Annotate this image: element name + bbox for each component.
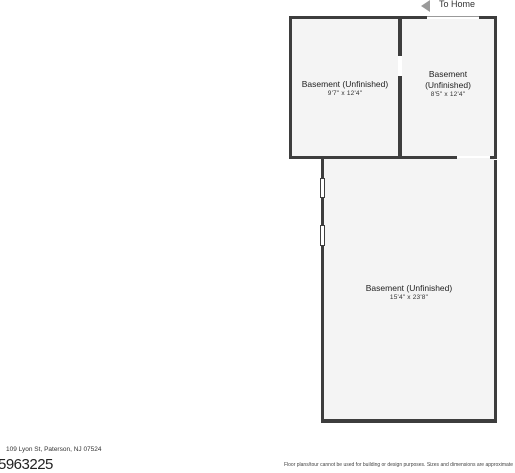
room-label-basement-3: Basement (Unfinished) 15'4" x 23'8" bbox=[324, 283, 494, 301]
wall-left-top bbox=[289, 16, 292, 159]
to-home-arrow-icon bbox=[421, 0, 430, 12]
wall-top-right-segment bbox=[479, 16, 497, 19]
footer-disclaimer: Floor plans/tour cannot be used for buil… bbox=[283, 462, 513, 468]
room-label-basement-1: Basement (Unfinished) 9'7" x 12'4" bbox=[292, 79, 398, 97]
room-dimensions: 15'4" x 23'8" bbox=[389, 294, 429, 301]
wall-divider-top-upper bbox=[398, 16, 402, 56]
room-floor-top-right bbox=[402, 19, 494, 156]
wall-top bbox=[289, 16, 427, 19]
room-dimensions: 9'7" x 12'4" bbox=[327, 90, 363, 97]
room-name-line2: (Unfinished) bbox=[425, 80, 471, 90]
door-opening-top bbox=[427, 16, 479, 19]
wall-right-nib bbox=[490, 156, 497, 159]
window-left-2 bbox=[320, 225, 325, 246]
wall-left-bottom-lower bbox=[321, 246, 324, 423]
wall-right bbox=[494, 16, 497, 156]
room-floor-top-left bbox=[292, 19, 398, 156]
wall-divider-top-lower bbox=[398, 76, 402, 159]
wall-left-bottom-upper bbox=[321, 159, 324, 178]
wall-left-bottom-mid bbox=[321, 198, 324, 225]
room-label-basement-2: Basement (Unfinished) 8'5" x 12'4" bbox=[402, 69, 494, 98]
room-name: Basement (Unfinished) bbox=[301, 79, 389, 89]
window-left-1 bbox=[320, 178, 325, 198]
room-dimensions: 8'5" x 12'4" bbox=[430, 91, 466, 98]
room-name-line1: Basement bbox=[428, 69, 468, 79]
wall-right-lower bbox=[494, 160, 497, 423]
wall-mid-left bbox=[289, 156, 457, 159]
wall-bottom bbox=[321, 419, 497, 423]
to-home-label: To Home bbox=[439, 0, 476, 9]
room-name: Basement (Unfinished) bbox=[365, 283, 453, 293]
room-floor-bottom bbox=[324, 158, 494, 419]
footer-address: 109 Lyon St, Paterson, NJ 07524 bbox=[6, 446, 102, 453]
footer-listing-id: 5963225 bbox=[0, 456, 53, 473]
